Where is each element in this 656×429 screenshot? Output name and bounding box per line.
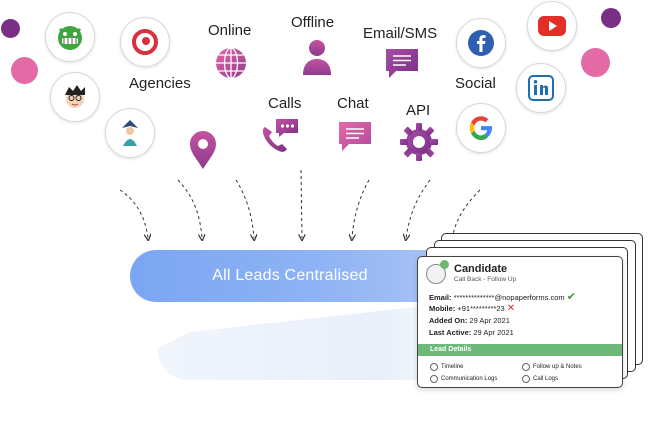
label-offline: Offline: [291, 14, 335, 31]
facebook-icon: [456, 18, 506, 68]
all-leads-label: All Leads Centralised: [212, 267, 368, 284]
avatar-boy-icon: [50, 72, 100, 122]
mobile-unverified-icon: ✕: [506, 303, 516, 314]
arrow: [352, 179, 370, 238]
candidate-avatar: [426, 264, 446, 284]
phone-icon: [522, 375, 530, 383]
message-icon: [430, 375, 438, 383]
mobile-value: +91*********23: [457, 304, 505, 313]
email-sms-icon: [384, 47, 420, 84]
call-logs-link[interactable]: Call Logs: [522, 375, 558, 383]
email-label: Email:: [429, 293, 452, 302]
phone-call-icon: [258, 117, 300, 160]
status-badge: [440, 260, 449, 269]
label-agencies: Agencies: [129, 75, 191, 92]
label-chat: Chat: [337, 95, 369, 112]
added-row: Added On: 29 Apr 2021: [429, 316, 510, 325]
decorative-dot: [1, 19, 20, 38]
chat-icon: [337, 120, 373, 157]
arrow: [301, 169, 302, 238]
globe-icon: [214, 46, 248, 85]
decorative-dot: [601, 8, 621, 28]
candidate-card: Candidate Call Back - Follow Up Email: *…: [417, 256, 623, 388]
label-online: Online: [208, 22, 252, 39]
lead-details-header: Lead Details: [418, 344, 622, 356]
timeline-link[interactable]: Timeline: [430, 363, 463, 371]
monster-icon: [45, 12, 95, 62]
decorative-dot: [581, 48, 610, 77]
added-label: Added On:: [429, 316, 468, 325]
follow-up-notes-link[interactable]: Follow up & Notes: [522, 363, 582, 371]
email-verified-icon: ✔: [566, 291, 576, 303]
last-active-value: 29 Apr 2021: [473, 328, 514, 337]
communication-logs-link[interactable]: Communication Logs: [430, 375, 497, 383]
label-email-sms: Email/SMS: [363, 25, 438, 42]
all-leads-band: All Leads Centralised: [130, 250, 450, 302]
location-pin-icon: [188, 130, 218, 175]
mobile-row: Mobile: +91*********23 ✕: [429, 303, 515, 314]
clock-icon: [430, 363, 438, 371]
youtube-icon: [527, 1, 577, 51]
arrow: [177, 179, 202, 238]
label-calls: Calls: [268, 95, 302, 112]
arrow: [235, 179, 254, 238]
candidate-title: Candidate: [454, 263, 508, 275]
agent-icon: [105, 108, 155, 158]
mobile-label: Mobile:: [429, 304, 456, 313]
last-active-label: Last Active:: [429, 328, 472, 337]
added-value: 29 Apr 2021: [469, 316, 510, 325]
api-gear-icon: [398, 121, 440, 168]
agency-brand-icon: [120, 17, 170, 67]
last-active-row: Last Active: 29 Apr 2021: [429, 328, 514, 337]
label-api: API: [406, 102, 431, 119]
arrow: [119, 189, 148, 238]
candidate-subtitle: Call Back - Follow Up: [454, 276, 517, 283]
arrow: [406, 179, 431, 238]
email-row: Email: **************@nopaperforms.com ✔: [429, 290, 576, 303]
decorative-dot: [11, 57, 38, 84]
google-icon: [456, 103, 506, 153]
edit-icon: [522, 363, 530, 371]
linkedin-icon: [516, 63, 566, 113]
email-value: **************@nopaperforms.com: [453, 293, 565, 302]
person-icon: [301, 38, 333, 81]
label-social: Social: [455, 75, 496, 92]
